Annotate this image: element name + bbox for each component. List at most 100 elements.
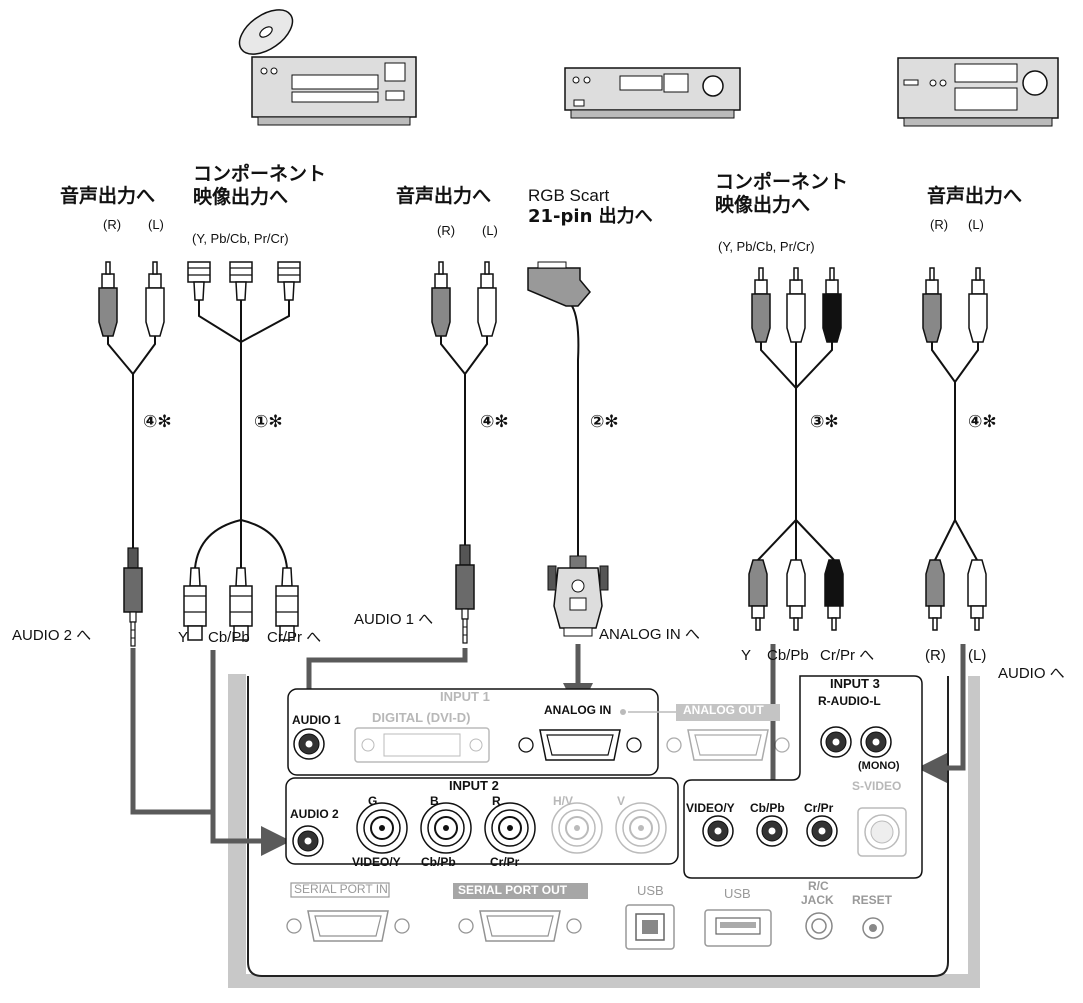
left-audio-r-label: (R): [103, 217, 122, 232]
cable-component-bnc: [183, 261, 301, 641]
input3-videoy-label: VIDEO/Y: [686, 801, 735, 815]
right-plug-crpr-label: Cr/Pr へ: [820, 647, 875, 664]
audio2-plug-label: AUDIO 2 へ: [12, 627, 92, 644]
input2-title: INPUT 2: [449, 778, 499, 793]
bnc-b-label: B: [430, 794, 439, 808]
input3-audio-r-jack[interactable]: [820, 726, 852, 758]
cable-1-number: ①✻: [254, 412, 283, 432]
right-plug-cbpb-label: Cb/Pb: [767, 647, 809, 664]
middle-audio-l-label: (L): [482, 223, 498, 238]
arrow-audio2-join: [130, 648, 213, 815]
audio-plug-label: AUDIO へ: [998, 665, 1065, 682]
left-component-label-1: コンポーネント: [193, 163, 327, 185]
input3-videoy-jack[interactable]: [702, 815, 734, 847]
laserdisc-device: [897, 57, 1059, 127]
right-audio-out-label: 音声出力へ: [927, 185, 1023, 207]
right-plug-r-label: (R): [925, 647, 946, 664]
audio2-jack[interactable]: [292, 825, 324, 857]
cable-component-rca: [748, 267, 844, 631]
input1-title: INPUT 1: [440, 689, 490, 704]
disc-icon: [238, 9, 294, 55]
reset-label: RESET: [852, 893, 893, 907]
cable-scart: [527, 261, 609, 637]
analog-link-dot: [620, 709, 626, 715]
r-audio-l-label: R-AUDIO-L: [818, 694, 881, 708]
audio1-jack[interactable]: [293, 728, 325, 760]
input3-crpr-jack[interactable]: [806, 815, 838, 847]
input3-title: INPUT 3: [830, 676, 880, 691]
bnc-videoy-label: VIDEO/Y: [352, 855, 401, 869]
serial-in-label-box: [290, 882, 390, 898]
analog-in-plug-label: ANALOG IN へ: [599, 626, 700, 643]
right-component-label-2: 映像出力へ: [715, 194, 811, 216]
left-audio-out-label: 音声出力へ: [60, 185, 156, 207]
left-audio-l-label: (L): [148, 217, 164, 232]
arrow-to-audio2: [210, 650, 291, 856]
right-plug-y-label: Y: [741, 647, 752, 664]
scart-label-2: 21-pin 出力へ: [528, 206, 653, 227]
audio1-label: AUDIO 1: [292, 713, 341, 727]
right-plug-l-label: (L): [968, 647, 987, 664]
analog-out-label-bg: [676, 704, 780, 721]
usb-a-port[interactable]: [704, 909, 772, 947]
cable-audio-right: [922, 267, 988, 631]
cable-3-number: ③✻: [810, 412, 839, 432]
left-component-label-2: 映像出力へ: [193, 186, 289, 208]
analog-out-label: ANALOG OUT: [683, 703, 764, 717]
middle-audio-out-label: 音声出力へ: [396, 185, 492, 207]
input3-cbpb-jack[interactable]: [756, 815, 788, 847]
cable-4-right-number: ④✻: [968, 412, 997, 432]
bnc-cbpb-label: Cb/Pb: [421, 855, 456, 869]
bnc-hv-label: H/V: [553, 794, 574, 808]
cable-4-left-number: ④✻: [143, 412, 172, 432]
bnc-g-label: G: [368, 794, 378, 808]
analog-in-label: ANALOG IN: [544, 703, 612, 717]
rc-label-2: JACK: [801, 893, 834, 907]
audio2-label: AUDIO 2: [290, 807, 339, 821]
left-component-sub: (Y, Pb/Cb, Pr/Cr): [192, 231, 289, 246]
dvi-port[interactable]: [354, 727, 490, 763]
bnc-g-jack[interactable]: [356, 802, 408, 854]
mono-label: (MONO): [858, 760, 900, 772]
input3-cbpb-label: Cb/Pb: [750, 801, 785, 815]
usb-a-label: USB: [724, 886, 751, 901]
reset-button[interactable]: [862, 917, 884, 939]
cable-4-middle-number: ④✻: [480, 412, 509, 432]
bnc-crpr-label: Cr/Pr: [490, 855, 520, 869]
cable-audio-left: [98, 261, 165, 647]
bnc-r-label: R: [492, 794, 501, 808]
rc-jack[interactable]: [805, 912, 833, 940]
vcr-device: [564, 67, 741, 119]
bnc-v-jack[interactable]: [615, 802, 667, 854]
rc-label-1: R/C: [808, 879, 829, 893]
cable-audio-middle: [431, 261, 497, 644]
bnc-v-label: V: [617, 794, 626, 808]
cable-2-number: ②✻: [590, 412, 619, 432]
left-plug-cbpb-label: Cb/Pb: [208, 629, 250, 646]
serial-out-label-box: [453, 883, 588, 899]
left-plug-crpr-label: Cr/Pr へ: [267, 629, 322, 646]
arrow-to-input3-audio: [917, 644, 966, 783]
right-component-sub: (Y, Pb/Cb, Pr/Cr): [718, 239, 815, 254]
right-audio-l-label: (L): [968, 217, 984, 232]
svideo-jack[interactable]: [857, 807, 907, 857]
bnc-r-jack[interactable]: [484, 802, 536, 854]
bnc-b-jack[interactable]: [420, 802, 472, 854]
digital-label: DIGITAL (DVI-D): [372, 710, 471, 725]
scart-label-1: RGB Scart: [528, 186, 610, 205]
right-audio-r-label: (R): [930, 217, 949, 232]
dvd-player-device: [251, 56, 417, 126]
usb-b-label: USB: [637, 883, 664, 898]
input3-audio-l-jack[interactable]: [860, 726, 892, 758]
middle-audio-r-label: (R): [437, 223, 456, 238]
serial-out-label: SERIAL PORT OUT: [458, 883, 568, 897]
usb-b-port[interactable]: [625, 904, 675, 950]
svideo-label: S-VIDEO: [852, 779, 902, 793]
audio1-plug-label: AUDIO 1 へ: [354, 611, 434, 628]
bnc-hv-jack[interactable]: [551, 802, 603, 854]
left-plug-y-label: Y: [178, 629, 189, 646]
right-component-label-1: コンポーネント: [715, 171, 849, 193]
input3-crpr-label: Cr/Pr: [804, 801, 834, 815]
